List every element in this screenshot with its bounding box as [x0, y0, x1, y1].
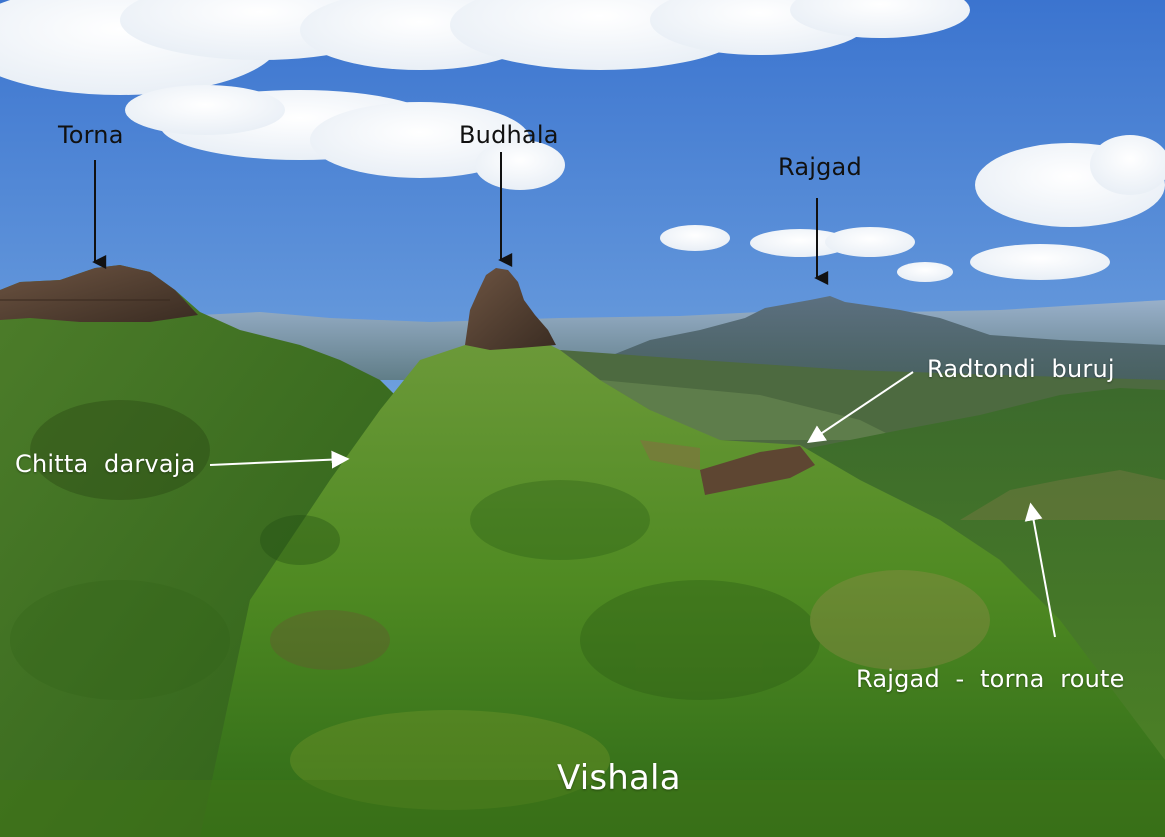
chitta-darvaja-label: Chitta darvaja — [15, 450, 196, 478]
rajgad-label: Rajgad — [778, 153, 862, 181]
torna-label: Torna — [58, 121, 124, 149]
budhala-rock — [465, 268, 556, 350]
rajgad-torna-route-label: Rajgad - torna route — [856, 665, 1125, 693]
radtondi-cliff — [700, 446, 815, 495]
radtondi-arrow — [807, 371, 914, 444]
vishala-label: Vishala — [557, 758, 681, 798]
central-ridge — [200, 330, 1165, 837]
chitta-arrow — [209, 450, 350, 469]
route-arrow — [1024, 502, 1056, 638]
clouds — [0, 0, 1165, 282]
torna-cliff — [0, 265, 198, 322]
radtondi-buruj-label: Radtondi buruj — [927, 355, 1115, 383]
budhala-label: Budhala — [459, 121, 559, 149]
